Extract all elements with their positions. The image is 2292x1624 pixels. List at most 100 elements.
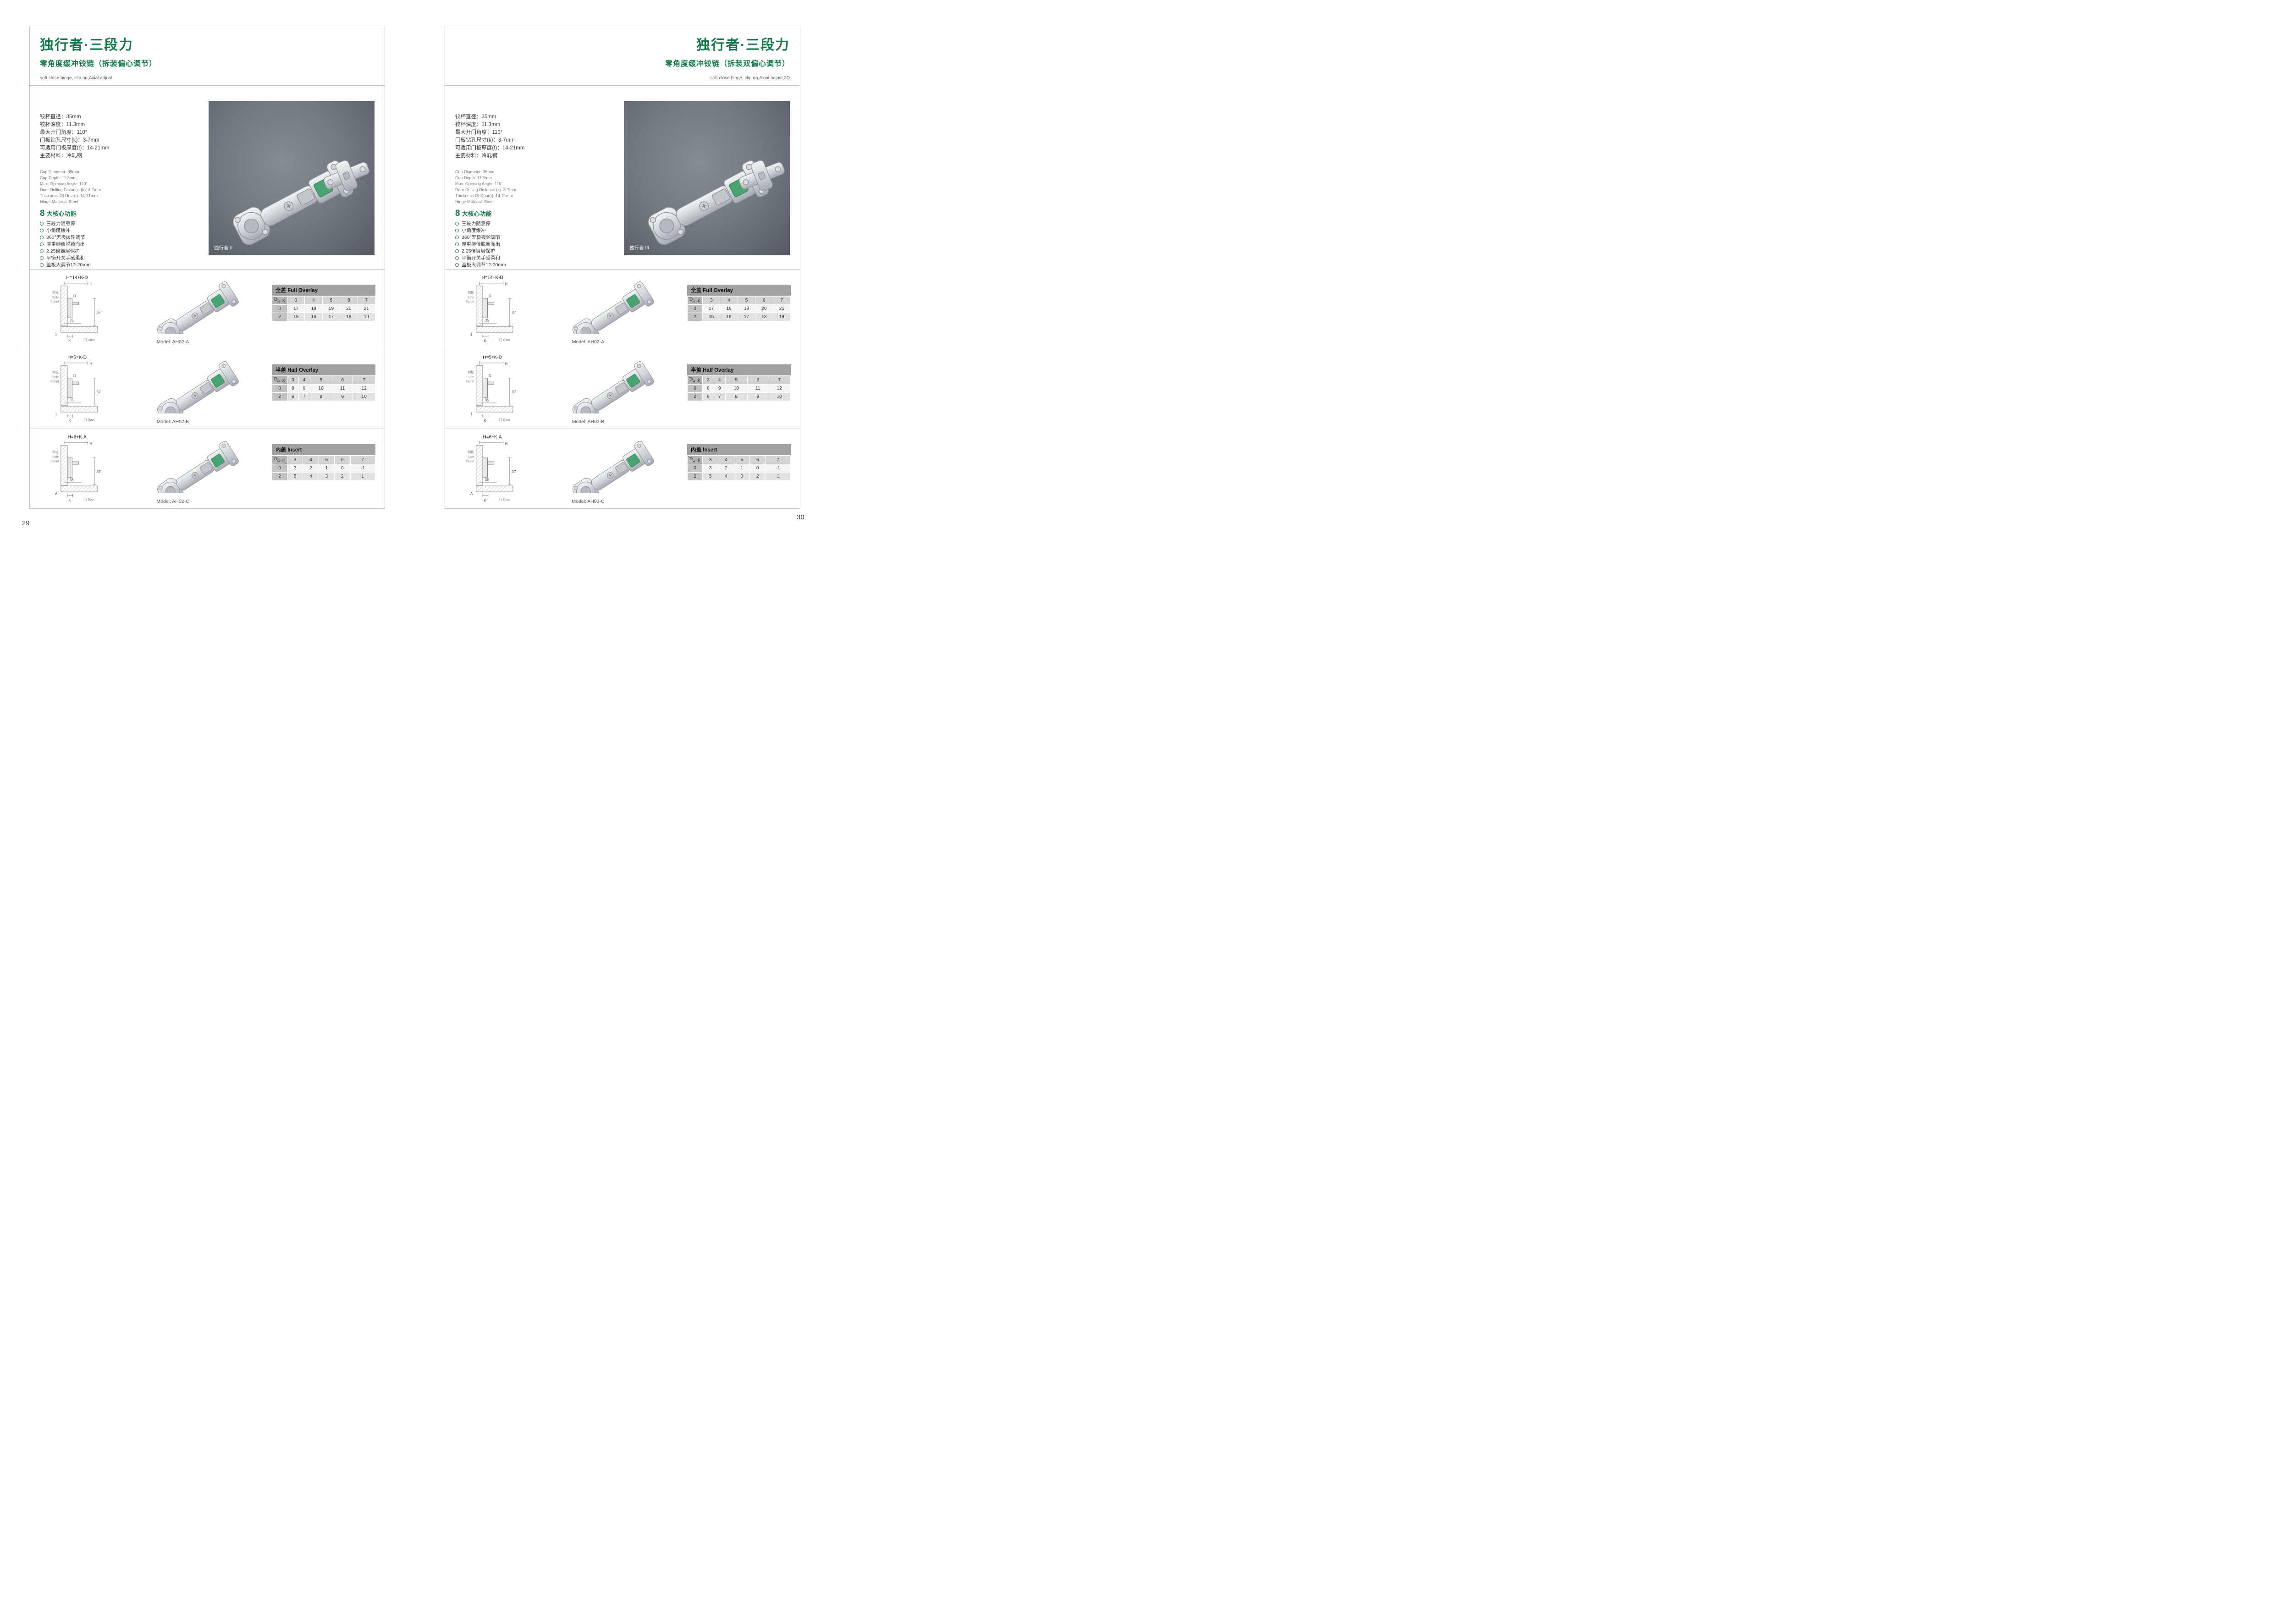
product-photo: [554, 271, 661, 349]
value-cell: 3: [287, 464, 303, 472]
corner-letter: K: [282, 378, 285, 383]
value-cell: 0: [750, 464, 766, 472]
dim-d-label: D: [489, 294, 491, 298]
col-header-cell: 6: [340, 297, 358, 304]
side-panel-label-cn: 侧板: [468, 290, 474, 294]
dim-37-label: 37: [97, 310, 101, 314]
model-label: Model: AH02-A: [156, 339, 189, 345]
value-cell: 8: [287, 385, 298, 392]
value-cell: 21: [358, 305, 375, 313]
formula-label: H=6+K-A: [68, 435, 87, 440]
side-panel-label-en2: Panel: [466, 300, 474, 303]
corner-letter: D: [689, 457, 693, 462]
side-panel-label-en2: Panel: [466, 380, 474, 383]
spec-line-cn: 铰杯直径：35mm: [455, 114, 496, 120]
table-title: 内盖 Insert: [687, 444, 791, 455]
dim-d-label: D: [73, 294, 76, 298]
value-cell: 9: [714, 385, 725, 392]
col-header-cell: 6: [332, 376, 353, 384]
corner-letter: H: [277, 460, 280, 463]
dim-37-label: 37: [512, 310, 517, 314]
technical-diagram: H=6+K-A H 侧板 Side Panel 37 35 A K 门 Door: [37, 432, 134, 506]
formula-label: H=14+K-D: [66, 275, 88, 280]
formula-label: H=5+K-D: [67, 355, 87, 360]
spec-line-cn: 铰杯深度：11.3mm: [455, 122, 501, 127]
value-cell: 18: [720, 305, 738, 313]
value-cell: 19: [738, 305, 755, 313]
spec-line-en: Cup Depth: 11.3mm: [455, 176, 492, 180]
feature-item: 平衡开关手感柔和: [40, 255, 91, 262]
row-header-cell: 2: [272, 473, 287, 480]
bullet-icon: [455, 242, 459, 246]
value-cell: 3: [703, 464, 718, 472]
feature-text: 三段力随意停: [46, 221, 75, 226]
value-cell: 7: [298, 393, 310, 401]
spec-line-cn: 门板钻孔尺寸(k)：3-7mm: [455, 138, 515, 143]
page-subtitle-en: soft close hinge, clip on,Axial adjust,3…: [710, 76, 790, 81]
page-title: 独行者·三段力: [696, 38, 790, 53]
corner-letter: D: [689, 297, 693, 302]
col-header-cell: 4: [720, 297, 738, 304]
value-cell: 17: [322, 313, 340, 321]
value-cell: 10: [310, 385, 332, 392]
features-title-text: 大核心功能: [46, 210, 77, 217]
model-label: Model: AH03-B: [572, 419, 605, 424]
row-header-cell: 2: [688, 473, 702, 480]
formula-label: H=6+K-A: [483, 435, 502, 440]
spec-line-cn: 主要材料：冷轧钢: [455, 153, 497, 159]
value-cell: 16: [720, 313, 738, 321]
dim-h-label: H: [89, 442, 92, 446]
spec-line-en: Door Drilling Distance (k): 3-7mm: [455, 187, 517, 192]
spec-line-en: Thickness Of Door(t): 14-21mm: [455, 193, 513, 198]
feature-item: 三段力随意停: [40, 220, 91, 227]
feature-item: 厚重颜值脱颖而出: [455, 241, 506, 248]
technical-diagram: H=14+K-D H 侧板 Side Panel D 37 35 1 K 门 D…: [37, 272, 134, 347]
col-header-cell: 7: [353, 376, 375, 384]
feature-text: 盖板大调节12-20mm: [462, 262, 506, 268]
dim-37-label: 37: [512, 390, 517, 394]
value-cell: 19: [773, 313, 790, 321]
spec-line-en: Max. Opening Angle: 110°: [455, 182, 503, 186]
dim-x-label: 1: [470, 332, 473, 336]
features-title-text: 大核心功能: [462, 210, 492, 217]
value-cell: 3: [319, 473, 335, 480]
row-header-cell: 0: [688, 305, 702, 313]
value-cell: 8: [310, 393, 332, 401]
section-insert: H=6+K-A H 侧板 Side Panel 37 35 A K 门 Door…: [445, 429, 800, 509]
corner-letter: H: [693, 380, 695, 384]
row-header-cell: 0: [688, 385, 702, 392]
col-header-cell: 6: [335, 456, 350, 464]
model-label: Model: AH03-C: [572, 499, 605, 504]
side-panel-label-en1: Side: [52, 296, 59, 299]
side-panel-label-cn: 侧板: [468, 450, 474, 454]
spec-line-cn: 门板钻孔尺寸(k)：3-7mm: [40, 138, 99, 143]
door-label: 门 Door: [499, 418, 510, 422]
feature-item: 2.25倍镀层保护: [455, 248, 506, 255]
dim-x-label: A: [55, 492, 58, 496]
value-cell: 5: [287, 473, 303, 480]
value-cell: -1: [766, 464, 790, 472]
page-number-left: 29: [22, 519, 30, 527]
feature-item: 小角度缓冲: [40, 227, 91, 234]
spec-line-cn: 最大开门角度：110°: [40, 130, 88, 135]
bullet-icon: [40, 222, 44, 226]
bullet-icon: [40, 256, 44, 260]
value-cell: 11: [748, 385, 768, 392]
dim-37-label: 37: [97, 470, 101, 474]
corner-letter: K: [697, 458, 700, 462]
col-header-cell: 4: [298, 376, 310, 384]
col-header-cell: 5: [319, 456, 335, 464]
features-count: 8: [40, 209, 45, 218]
